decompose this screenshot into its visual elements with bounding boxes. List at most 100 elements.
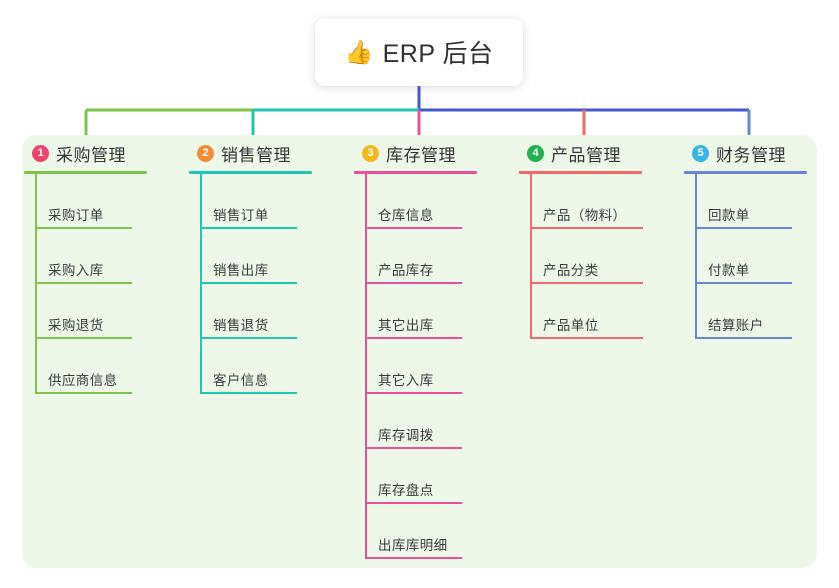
root-title: 👍 ERP 后台: [344, 34, 493, 70]
leaf-item-label: 供应商信息: [48, 373, 118, 388]
leaf-item[interactable]: 产品库存: [366, 229, 477, 284]
leaf-item-label: 回款单: [708, 208, 750, 223]
column-采购管理: 1 采购管理采购订单采购入库采购退货供应商信息: [24, 141, 147, 394]
leaf-item[interactable]: 库存盘点: [366, 449, 477, 504]
column-badge-5: 5: [692, 144, 709, 162]
leaf-item-label: 产品单位: [543, 318, 599, 333]
leaf-item[interactable]: 其它出库: [366, 284, 477, 339]
leaf-item[interactable]: 供应商信息: [36, 339, 147, 394]
leaf-item-label: 采购订单: [48, 208, 104, 223]
leaf-item-label: 库存盘点: [378, 483, 434, 498]
leaf-item-label: 产品（物料）: [543, 208, 627, 223]
column-spine-3: [365, 174, 367, 559]
leaf-item-rule: [36, 392, 132, 394]
leaf-item-rule: [366, 392, 462, 394]
leaf-item-rule: [366, 282, 462, 284]
leaf-item[interactable]: 销售退货: [201, 284, 312, 339]
column-header-rule-5: [684, 171, 807, 174]
column-header-rule-1: [24, 171, 147, 174]
column-财务管理: 5 财务管理回款单付款单结算账户: [684, 141, 807, 339]
column-header-2[interactable]: 2 销售管理: [189, 141, 312, 165]
leaf-item-rule: [201, 337, 297, 339]
column-badge-4: 4: [527, 144, 544, 162]
leaf-item[interactable]: 采购入库: [36, 229, 147, 284]
column-title-3: 库存管理: [386, 145, 456, 165]
column-销售管理: 2 销售管理销售订单销售出库销售退货客户信息: [189, 141, 312, 394]
leaf-item-rule: [366, 337, 462, 339]
leaf-item-label: 仓库信息: [378, 208, 434, 223]
leaf-item-rule: [696, 282, 792, 284]
leaf-item-label: 结算账户: [708, 318, 764, 333]
column-title-2: 销售管理: [221, 145, 291, 165]
leaf-item-rule: [531, 227, 643, 229]
thumbs-up-icon: 👍: [344, 38, 374, 65]
leaf-item-rule: [36, 227, 132, 229]
column-header-rule-3: [354, 171, 477, 174]
leaf-item-rule: [696, 337, 792, 339]
leaf-item-label: 其它出库: [378, 318, 434, 333]
column-header-3[interactable]: 3 库存管理: [354, 141, 477, 165]
leaf-item[interactable]: 回款单: [696, 174, 807, 229]
column-header-rule-2: [189, 171, 312, 174]
leaf-item-rule: [36, 337, 132, 339]
leaf-item-label: 销售退货: [213, 318, 269, 333]
column-title-1: 采购管理: [56, 145, 126, 165]
leaf-item-rule: [36, 282, 132, 284]
leaf-item[interactable]: 结算账户: [696, 284, 807, 339]
leaf-item[interactable]: 销售出库: [201, 229, 312, 284]
leaf-item-rule: [366, 557, 462, 559]
leaf-item-label: 其它入库: [378, 373, 434, 388]
column-title-4: 产品管理: [551, 145, 621, 165]
column-badge-1: 1: [32, 144, 49, 162]
leaf-item-label: 客户信息: [213, 373, 269, 388]
leaf-item-rule: [366, 447, 462, 449]
root-title-text: ERP 后台: [382, 40, 494, 68]
leaf-item[interactable]: 采购订单: [36, 174, 147, 229]
column-title-5: 财务管理: [716, 145, 786, 165]
leaf-item-rule: [531, 337, 643, 339]
column-产品管理: 4 产品管理产品（物料） 产品分类产品单位: [519, 141, 643, 339]
leaf-item[interactable]: 其它入库: [366, 339, 477, 394]
leaf-item-rule: [201, 282, 297, 284]
leaf-item-label: 产品库存: [378, 263, 434, 278]
column-header-5[interactable]: 5 财务管理: [684, 141, 807, 165]
leaf-item-label: 采购入库: [48, 263, 104, 278]
leaf-item-label: 采购退货: [48, 318, 104, 333]
leaf-item-rule: [201, 227, 297, 229]
leaf-item-rule: [366, 227, 462, 229]
leaf-item[interactable]: 采购退货: [36, 284, 147, 339]
root-node-card[interactable]: 👍 ERP 后台: [315, 18, 523, 86]
leaf-item-rule: [201, 392, 297, 394]
leaf-item[interactable]: 产品（物料）: [531, 174, 643, 229]
leaf-item[interactable]: 销售订单: [201, 174, 312, 229]
leaf-item[interactable]: 仓库信息: [366, 174, 477, 229]
leaf-item-label: 付款单: [708, 263, 750, 278]
leaf-item[interactable]: 客户信息: [201, 339, 312, 394]
column-badge-2: 2: [197, 144, 214, 162]
column-items-4: 产品（物料） 产品分类产品单位: [519, 174, 643, 339]
leaf-item[interactable]: 付款单: [696, 229, 807, 284]
leaf-item-label: 销售出库: [213, 263, 269, 278]
leaf-item[interactable]: 出库库明细: [366, 504, 477, 559]
column-items-1: 采购订单采购入库采购退货供应商信息: [24, 174, 147, 394]
column-items-3: 仓库信息产品库存其它出库其它入库库存调拨库存盘点出库库明细: [354, 174, 477, 559]
column-header-4[interactable]: 4 产品管理: [519, 141, 642, 165]
column-spine-4: [530, 174, 532, 339]
leaf-item[interactable]: 产品分类: [531, 229, 643, 284]
column-spine-2: [200, 174, 202, 394]
diagram-panel: [22, 135, 817, 568]
column-spine-1: [35, 174, 37, 394]
column-spine-5: [695, 174, 697, 339]
column-库存管理: 3 库存管理仓库信息产品库存其它出库其它入库库存调拨库存盘点出库库明细: [354, 141, 477, 559]
column-badge-3: 3: [362, 144, 379, 162]
leaf-item[interactable]: 产品单位: [531, 284, 643, 339]
column-header-1[interactable]: 1 采购管理: [24, 141, 147, 165]
leaf-item-label: 产品分类: [543, 263, 599, 278]
leaf-item-rule: [696, 227, 792, 229]
leaf-item-label: 销售订单: [213, 208, 269, 223]
column-header-rule-4: [519, 171, 642, 174]
leaf-item-rule: [531, 282, 643, 284]
leaf-item[interactable]: 库存调拨: [366, 394, 477, 449]
column-items-2: 销售订单销售出库销售退货客户信息: [189, 174, 312, 394]
column-items-5: 回款单付款单结算账户: [684, 174, 807, 339]
